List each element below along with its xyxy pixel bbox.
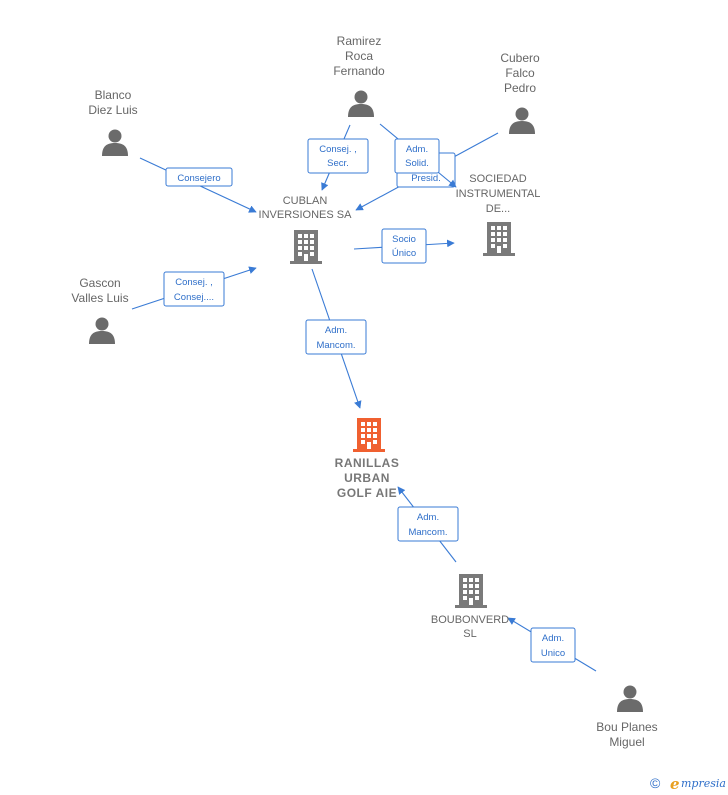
edge-cublan-sociedad: Socio Único bbox=[353, 228, 455, 264]
building-icon bbox=[290, 230, 322, 264]
node-label: BOUBONVERD bbox=[431, 614, 509, 626]
person-icon bbox=[102, 129, 128, 156]
node-label: Bou Planes bbox=[596, 720, 657, 734]
node-label: Ramirez bbox=[337, 34, 382, 48]
edge-label: Adm. bbox=[325, 325, 347, 336]
node-gascon[interactable]: Gascon Valles Luis bbox=[71, 276, 129, 344]
node-label: Pedro bbox=[504, 81, 536, 95]
node-ranillas[interactable]: RANILLAS URBAN GOLF AIE bbox=[335, 418, 400, 500]
brand-initial: e bbox=[670, 775, 680, 793]
person-icon bbox=[617, 685, 643, 712]
building-icon bbox=[483, 222, 515, 256]
edge-label: Mancom. bbox=[408, 527, 447, 538]
node-label: Blanco bbox=[95, 88, 132, 102]
node-label: Miguel bbox=[609, 735, 644, 749]
node-label: Falco bbox=[505, 66, 535, 80]
edge-label: Adm. bbox=[417, 512, 439, 523]
edge-label: Adm. bbox=[542, 633, 564, 644]
edge-label: Presid. bbox=[411, 173, 441, 184]
edge-label: Secr. bbox=[327, 158, 349, 169]
edge-boubonverd-ranillas: Adm. Mancom. bbox=[397, 486, 459, 563]
node-label: GOLF AIE bbox=[337, 486, 397, 500]
edge-label: Consej. , bbox=[319, 144, 357, 155]
node-label: Valles Luis bbox=[71, 291, 128, 305]
edge-label: Único bbox=[392, 248, 416, 259]
node-blanco[interactable]: Blanco Diez Luis bbox=[88, 88, 138, 156]
brand-name: mpresia bbox=[681, 777, 726, 790]
node-label: INSTRUMENTAL bbox=[456, 188, 541, 200]
node-label: INVERSIONES SA bbox=[259, 209, 353, 221]
node-label: SL bbox=[463, 628, 476, 640]
person-icon bbox=[348, 90, 374, 117]
edge-bou-boubonverd: Adm. Unico bbox=[507, 617, 597, 672]
node-sociedad[interactable]: SOCIEDAD INSTRUMENTAL DE... bbox=[456, 173, 541, 256]
edge-label: Solid. bbox=[405, 158, 429, 169]
node-label: Diez Luis bbox=[88, 103, 137, 117]
edge-label: Consejero bbox=[177, 173, 220, 184]
edge-label: Socio bbox=[392, 234, 416, 245]
edge-cublan-ranillas: Adm. Mancom. bbox=[305, 268, 367, 409]
building-icon bbox=[353, 418, 385, 452]
node-label: URBAN bbox=[344, 471, 390, 485]
edge-gascon-cublan: Consej. , Consej.... bbox=[131, 266, 257, 310]
edge-ramirez-cublan: Consej. , Secr. bbox=[307, 124, 369, 191]
node-label: SOCIEDAD bbox=[469, 173, 527, 185]
node-ramirez[interactable]: Ramirez Roca Fernando bbox=[333, 34, 385, 117]
node-label: CUBLAN bbox=[283, 195, 328, 207]
node-boubonverd[interactable]: BOUBONVERD SL bbox=[431, 574, 509, 640]
node-cublan[interactable]: CUBLAN INVERSIONES SA bbox=[259, 195, 353, 264]
brand-footer: © e mpresia bbox=[650, 775, 726, 793]
node-bou[interactable]: Bou Planes Miguel bbox=[596, 685, 658, 750]
node-cubero[interactable]: Cubero Falco Pedro bbox=[500, 51, 540, 134]
person-icon bbox=[89, 317, 115, 344]
edge-label: Adm. bbox=[406, 144, 428, 155]
edge-label: Mancom. bbox=[316, 340, 355, 351]
node-label: Fernando bbox=[333, 64, 385, 78]
node-label: DE... bbox=[486, 203, 510, 215]
node-label: Gascon bbox=[79, 276, 120, 290]
node-label: RANILLAS bbox=[335, 456, 400, 470]
edge-label: Consej.... bbox=[174, 292, 214, 303]
edge-label: Unico bbox=[541, 648, 565, 659]
person-icon bbox=[509, 107, 535, 134]
edge-blanco-cublan: Consejero bbox=[139, 157, 257, 213]
copyright-symbol: © bbox=[650, 775, 661, 791]
node-label: Roca bbox=[345, 49, 373, 63]
node-label: Cubero bbox=[500, 51, 540, 65]
building-icon bbox=[455, 574, 487, 608]
edge-label: Consej. , bbox=[175, 277, 213, 288]
edge-ramirez-sociedad: Adm. Solid. bbox=[379, 123, 457, 188]
